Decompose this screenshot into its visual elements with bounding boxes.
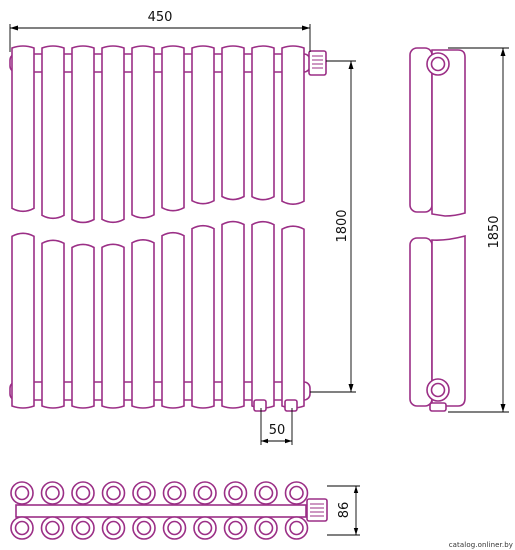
lower-tube-10 <box>281 225 305 409</box>
bottom-connection-fittings <box>253 399 298 412</box>
top-view-tube-inner-5-front <box>136 485 152 501</box>
upper-tube-8 <box>221 45 245 201</box>
dimension-width-label: 450 <box>148 10 173 25</box>
top-view-tube-inner-6-front <box>167 485 182 501</box>
top-view-tube-inner-1-front <box>14 485 30 501</box>
dimension-depth: 86 <box>327 485 360 536</box>
top-view-tube-inner-4-rear <box>106 520 121 536</box>
top-view-tube-inner-3-front <box>75 485 91 501</box>
lower-tube-6 <box>161 231 185 409</box>
dimension-height: 1800 <box>310 60 356 393</box>
top-view-tube-inner-6-rear <box>167 520 182 536</box>
top-view-tube-inner-3-rear <box>75 520 91 536</box>
lower-tube-9 <box>251 220 275 409</box>
upper-tube-3 <box>71 45 95 224</box>
top-view-tube-inner-1-rear <box>14 520 30 536</box>
top-view-collector <box>15 504 307 518</box>
dimension-connection-label: 50 <box>269 423 286 438</box>
lower-tube-1 <box>11 232 35 409</box>
dimension-depth-label: 86 <box>337 502 352 519</box>
upper-tube-7 <box>191 45 215 205</box>
lower-tube-4 <box>101 243 125 409</box>
top-view-tube-inner-2-rear <box>45 520 60 536</box>
lower-tube-7 <box>191 224 215 409</box>
upper-tube-1 <box>11 45 35 213</box>
upper-tube-2 <box>41 45 65 220</box>
lower-tube-5 <box>131 239 155 409</box>
upper-tube-4 <box>101 45 125 224</box>
top-view <box>10 481 328 540</box>
top-view-tube-inner-7-front <box>197 485 213 501</box>
top-view-tube-inner-10-front <box>289 485 304 501</box>
lower-tube-8 <box>221 220 245 409</box>
top-view-tube-inner-8-rear <box>228 520 243 536</box>
upper-tube-6 <box>161 45 185 212</box>
upper-section-tubes <box>11 45 305 224</box>
lower-tube-3 <box>71 243 95 409</box>
front-view <box>9 45 327 412</box>
watermark: catalog.onliner.by <box>448 541 513 549</box>
top-view-tube-inner-2-front <box>45 485 60 501</box>
dimension-total-height: 1850 <box>448 47 509 413</box>
top-view-tube-inner-9-front <box>258 485 274 501</box>
top-view-tube-inner-5-rear <box>136 520 152 536</box>
upper-tube-10 <box>281 45 305 205</box>
side-view <box>409 47 466 412</box>
top-view-tube-inner-9-rear <box>258 520 274 536</box>
top-connection-fitting <box>308 50 327 76</box>
lower-tube-2 <box>41 239 65 409</box>
top-view-sections <box>10 481 309 540</box>
dimension-connection: 50 <box>260 408 293 445</box>
upper-tube-5 <box>131 45 155 219</box>
dimension-height-label: 1800 <box>335 209 350 242</box>
upper-tube-9 <box>251 45 275 201</box>
top-view-tube-inner-4-front <box>106 485 121 501</box>
dimension-width: 450 <box>9 10 311 52</box>
lower-section-tubes <box>11 220 305 409</box>
dimension-total-height-label: 1850 <box>487 215 502 248</box>
top-view-tube-inner-8-front <box>228 485 243 501</box>
top-view-tube-inner-10-rear <box>289 520 304 536</box>
top-view-fitting <box>306 498 328 522</box>
top-view-tube-inner-7-rear <box>197 520 213 536</box>
